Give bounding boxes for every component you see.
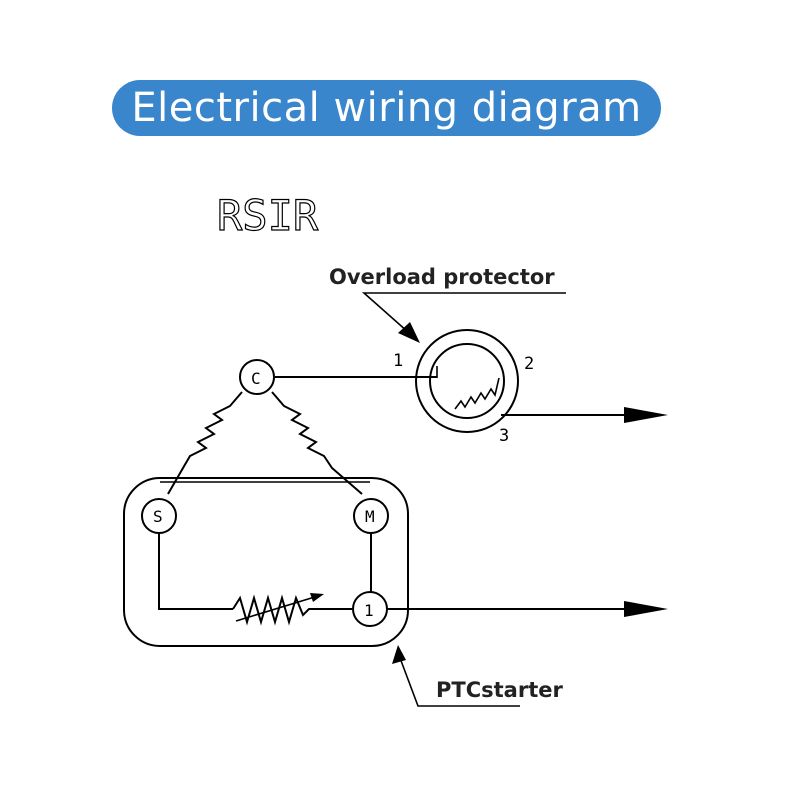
ptc-callout-leader xyxy=(399,657,520,707)
ptc-variable-arrow xyxy=(235,595,319,622)
page-title: Electrical wiring diagram xyxy=(131,85,642,131)
terminal-m: M xyxy=(353,498,389,534)
protector-pin-2: 2 xyxy=(524,354,534,374)
wire-s-to-ptc xyxy=(158,533,233,610)
protector-pin-3: 3 xyxy=(499,426,509,446)
ptc-starter-label: PTCstarter xyxy=(436,678,563,702)
protector-pin-1: 1 xyxy=(393,351,403,371)
starter-output-arrow xyxy=(624,601,668,617)
model-label: RSIR xyxy=(217,191,319,240)
starter-pin-1: 1 xyxy=(352,591,388,627)
start-winding xyxy=(167,391,243,495)
overload-callout-leader xyxy=(361,292,566,333)
protector-output-arrow xyxy=(624,407,668,423)
overload-protector-label: Overload protector xyxy=(329,265,555,289)
ptc-starter-housing xyxy=(123,477,409,647)
svg-text:1: 1 xyxy=(364,601,374,620)
svg-text:M: M xyxy=(365,507,375,526)
svg-text:S: S xyxy=(153,507,163,526)
svg-text:C: C xyxy=(251,369,261,388)
ptc-resistor xyxy=(232,594,352,626)
overload-protector xyxy=(415,329,519,433)
ptc-variable-arrowhead xyxy=(310,593,324,602)
title-banner: Electrical wiring diagram xyxy=(112,80,661,136)
terminal-s: S xyxy=(141,498,177,534)
main-winding xyxy=(271,391,363,495)
terminal-c: C xyxy=(239,359,275,395)
overload-callout-arrowhead xyxy=(398,322,420,343)
ptc-callout-arrowhead xyxy=(392,645,406,664)
